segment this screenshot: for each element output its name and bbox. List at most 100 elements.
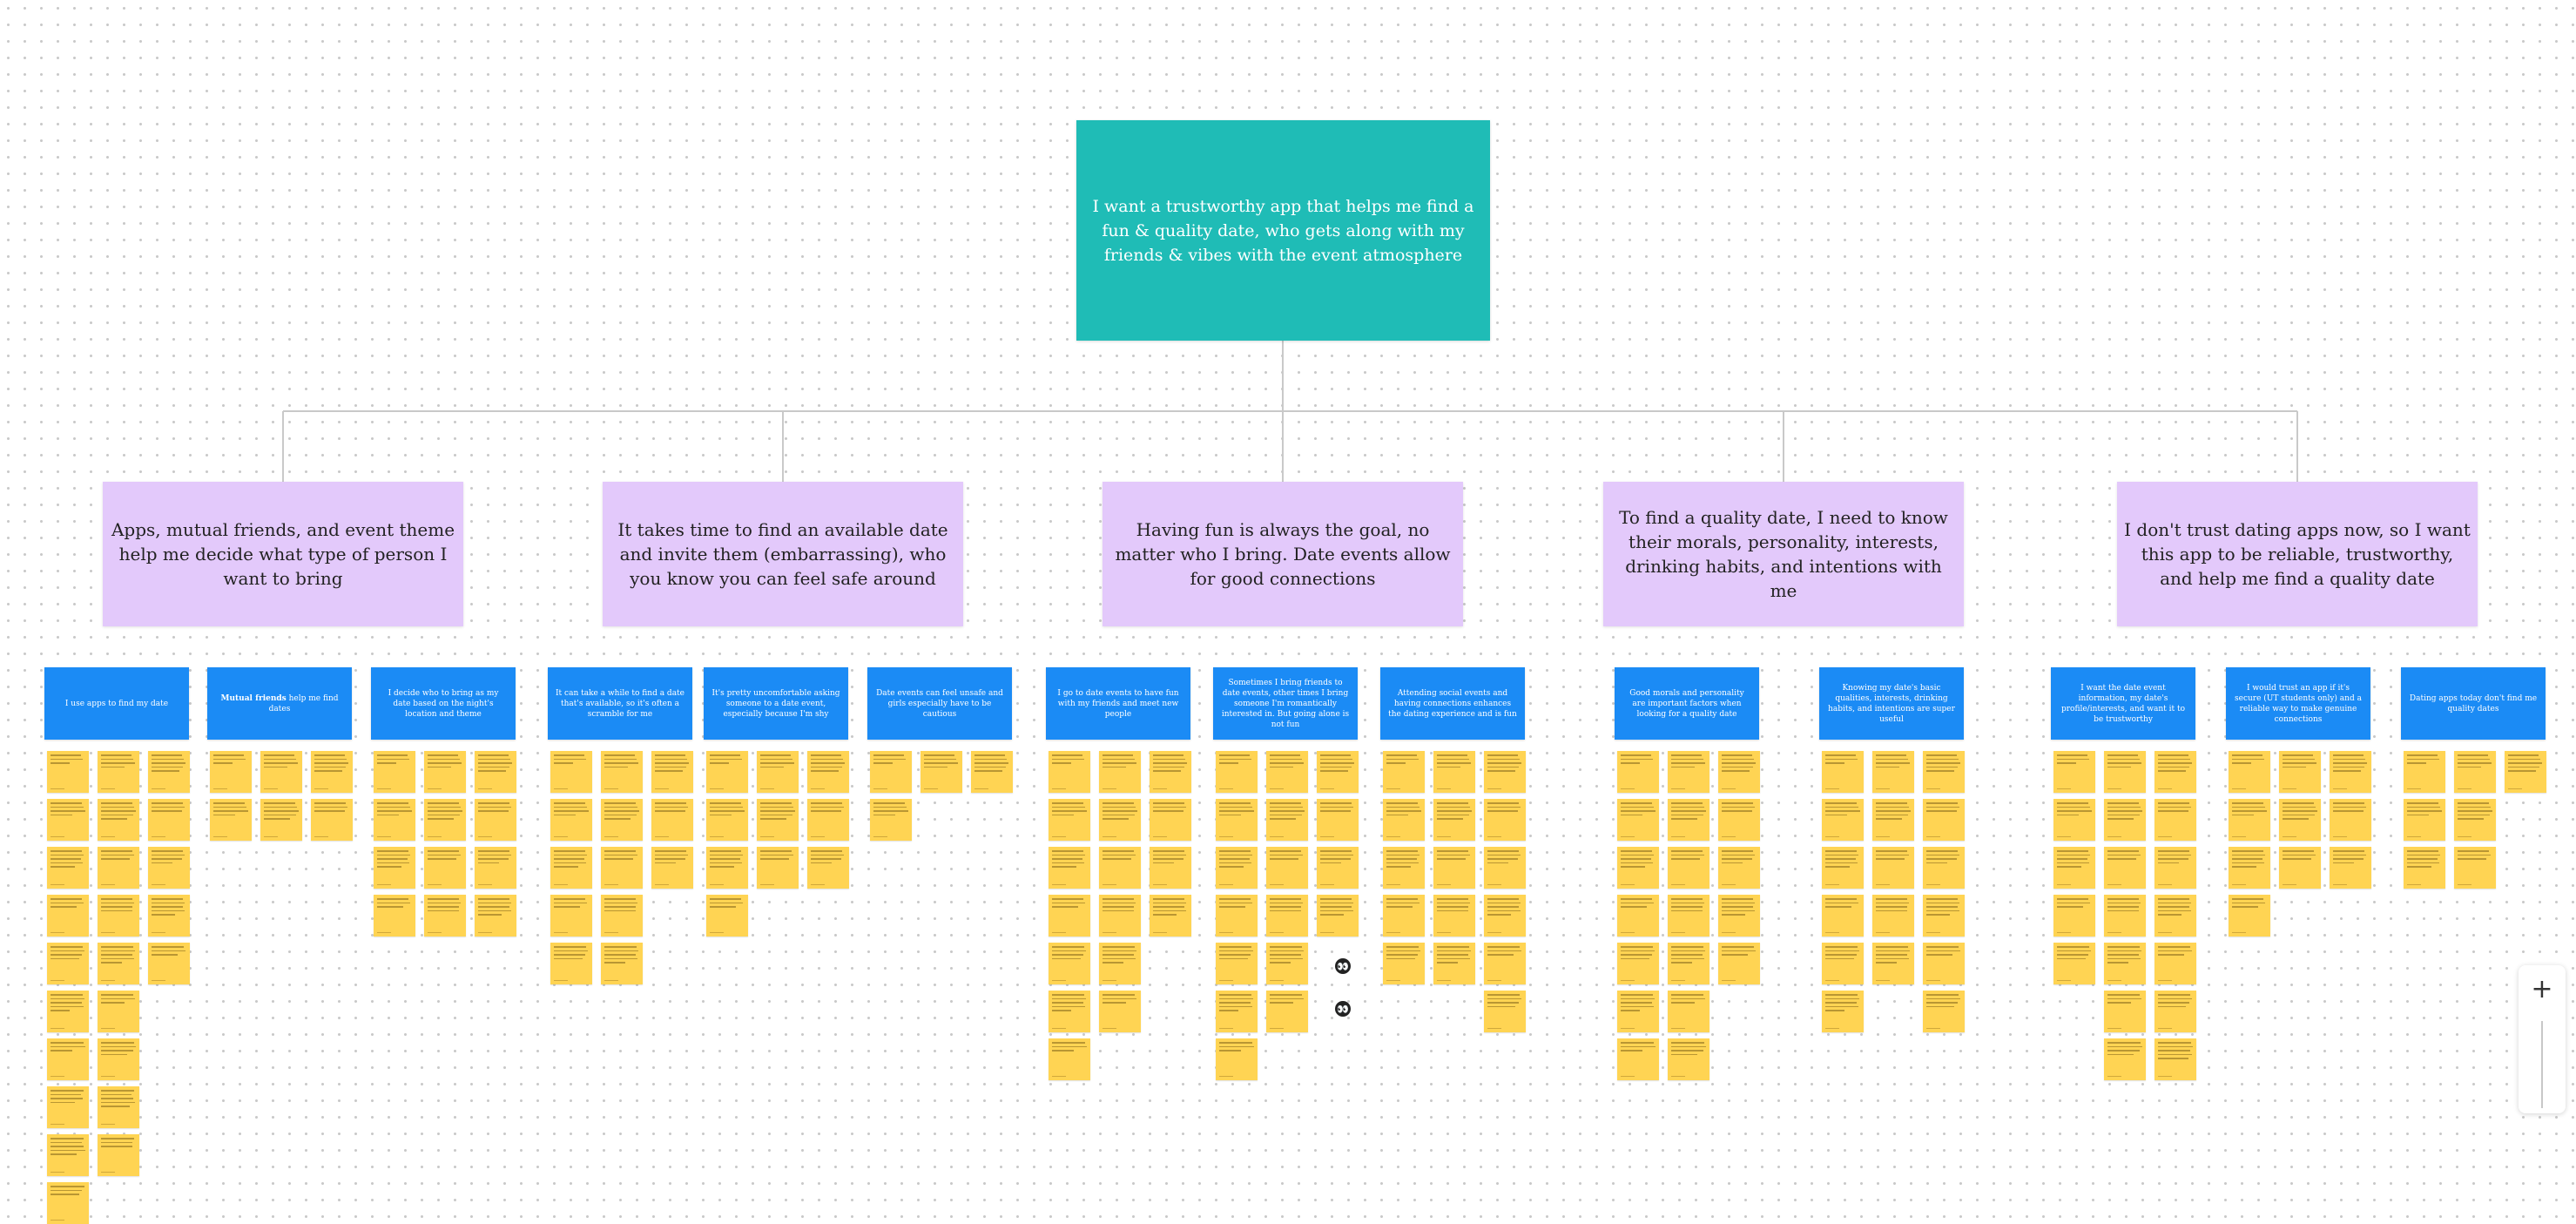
sticky-note[interactable]: [651, 751, 693, 793]
sticky-note[interactable]: [1099, 847, 1141, 889]
sticky-note[interactable]: [1383, 943, 1425, 984]
sticky-note[interactable]: [2330, 847, 2371, 889]
insight-card[interactable]: Good morals and personality are importan…: [1615, 667, 1759, 740]
sticky-note[interactable]: [2404, 847, 2445, 889]
sticky-note[interactable]: [1150, 847, 1191, 889]
sticky-note[interactable]: [1718, 847, 1760, 889]
sticky-note[interactable]: [2155, 751, 2196, 793]
sticky-note[interactable]: [971, 751, 1013, 793]
sticky-note[interactable]: [210, 751, 252, 793]
sticky-note[interactable]: [1049, 751, 1090, 793]
sticky-note[interactable]: [706, 895, 748, 937]
sticky-note[interactable]: [47, 799, 89, 841]
sticky-note[interactable]: [1617, 895, 1659, 937]
sticky-note[interactable]: [2279, 847, 2321, 889]
sticky-note[interactable]: [1718, 799, 1760, 841]
root-problem-statement-card[interactable]: I want a trustworthy app that helps me f…: [1076, 120, 1490, 341]
sticky-note[interactable]: [1484, 799, 1526, 841]
sticky-note[interactable]: [1383, 847, 1425, 889]
sticky-note[interactable]: [374, 895, 415, 937]
sticky-note[interactable]: [550, 943, 592, 984]
sticky-note[interactable]: [2104, 943, 2146, 984]
sticky-note[interactable]: [47, 751, 89, 793]
sticky-note[interactable]: [1433, 943, 1475, 984]
sticky-note[interactable]: [1923, 943, 1965, 984]
sticky-note[interactable]: [706, 799, 748, 841]
sticky-note[interactable]: [98, 895, 139, 937]
sticky-note[interactable]: [2229, 799, 2270, 841]
sticky-note[interactable]: [475, 751, 516, 793]
sticky-note[interactable]: [1617, 1038, 1659, 1080]
insight-card[interactable]: I use apps to find my date: [44, 667, 189, 740]
sticky-note[interactable]: [1216, 943, 1258, 984]
insight-card[interactable]: Date events can feel unsafe and girls es…: [867, 667, 1012, 740]
sticky-note[interactable]: [1216, 799, 1258, 841]
sticky-note[interactable]: [1216, 991, 1258, 1032]
sticky-note[interactable]: [1099, 943, 1141, 984]
sticky-note[interactable]: [550, 799, 592, 841]
sticky-note[interactable]: [1150, 799, 1191, 841]
sticky-note[interactable]: [98, 943, 139, 984]
sticky-note[interactable]: [2155, 799, 2196, 841]
sticky-note[interactable]: [2053, 799, 2095, 841]
sticky-note[interactable]: [1216, 847, 1258, 889]
sticky-note[interactable]: [2279, 799, 2321, 841]
sticky-note[interactable]: [2330, 799, 2371, 841]
insight-card[interactable]: Knowing my date's basic qualities, inter…: [1819, 667, 1964, 740]
sticky-note[interactable]: [1617, 751, 1659, 793]
sticky-note[interactable]: [807, 847, 849, 889]
sticky-note[interactable]: [2104, 991, 2146, 1032]
sticky-note[interactable]: [1099, 991, 1141, 1032]
sticky-note[interactable]: [1872, 799, 1914, 841]
sticky-note[interactable]: [1668, 991, 1709, 1032]
sticky-note[interactable]: [601, 895, 643, 937]
sticky-note[interactable]: [2505, 751, 2546, 793]
sticky-note[interactable]: [1049, 799, 1090, 841]
sticky-note[interactable]: [2104, 847, 2146, 889]
sticky-note[interactable]: [601, 943, 643, 984]
sticky-note[interactable]: [2229, 847, 2270, 889]
sticky-note[interactable]: [98, 847, 139, 889]
sticky-note[interactable]: [1668, 1038, 1709, 1080]
sticky-note[interactable]: [260, 799, 302, 841]
sticky-note[interactable]: [1049, 1038, 1090, 1080]
sticky-note[interactable]: [47, 895, 89, 937]
insight-card[interactable]: It's pretty uncomfortable asking someone…: [704, 667, 848, 740]
insight-card[interactable]: I want the date event information, my da…: [2051, 667, 2195, 740]
sticky-note[interactable]: [1822, 751, 1864, 793]
sticky-note[interactable]: [1049, 895, 1090, 937]
sticky-note[interactable]: [1317, 895, 1359, 937]
sticky-note[interactable]: [2454, 751, 2496, 793]
sticky-note[interactable]: [424, 751, 466, 793]
theme-card-2[interactable]: It takes time to find an available date …: [603, 482, 963, 626]
sticky-note[interactable]: [148, 847, 190, 889]
sticky-note[interactable]: [2155, 943, 2196, 984]
insight-card[interactable]: I would trust an app if it's secure (UT …: [2226, 667, 2370, 740]
sticky-note[interactable]: [374, 751, 415, 793]
sticky-note[interactable]: [757, 751, 799, 793]
sticky-note[interactable]: [2279, 751, 2321, 793]
sticky-note[interactable]: [1049, 991, 1090, 1032]
theme-card-3[interactable]: Having fun is always the goal, no matter…: [1103, 482, 1463, 626]
sticky-note[interactable]: [1099, 895, 1141, 937]
sticky-note[interactable]: [311, 799, 353, 841]
sticky-note[interactable]: [1822, 895, 1864, 937]
sticky-note[interactable]: [1718, 895, 1760, 937]
sticky-note[interactable]: [475, 895, 516, 937]
sticky-note[interactable]: [550, 895, 592, 937]
sticky-note[interactable]: [148, 799, 190, 841]
sticky-note[interactable]: [1433, 895, 1475, 937]
sticky-note[interactable]: [1668, 943, 1709, 984]
sticky-note[interactable]: [1049, 847, 1090, 889]
sticky-note[interactable]: [148, 895, 190, 937]
sticky-note[interactable]: [374, 799, 415, 841]
sticky-note[interactable]: [550, 847, 592, 889]
sticky-note[interactable]: [2155, 895, 2196, 937]
sticky-note[interactable]: [920, 751, 962, 793]
sticky-note[interactable]: [1484, 751, 1526, 793]
sticky-note[interactable]: [1099, 751, 1141, 793]
sticky-note[interactable]: [2404, 751, 2445, 793]
sticky-note[interactable]: [757, 847, 799, 889]
sticky-note[interactable]: [870, 799, 912, 841]
sticky-note[interactable]: [2053, 751, 2095, 793]
